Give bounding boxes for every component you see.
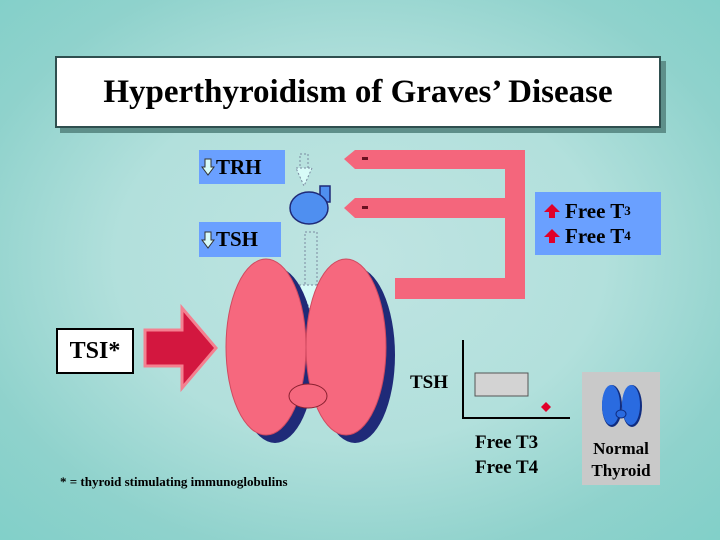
normal-thyroid-icon	[582, 372, 660, 485]
down-arrow-icon	[201, 158, 215, 176]
feedback-vertical	[505, 150, 525, 299]
feedback-bottom	[395, 278, 525, 299]
graph-x-label-line2: Free T4	[475, 457, 539, 478]
up-arrow-icon	[544, 229, 560, 243]
down-arrow-icon	[201, 231, 215, 249]
graph-y-label: TSH	[410, 372, 449, 393]
footnote: * = thyroid stimulating immunoglobulins	[60, 474, 288, 489]
feedback-arm-middle	[355, 198, 515, 218]
tsh-label: TSH	[199, 222, 281, 257]
trh-dashed-arrow	[295, 153, 313, 188]
up-arrow-icon	[544, 204, 560, 218]
tsi-arrow	[143, 303, 218, 393]
pituitary-gland	[289, 185, 331, 225]
trh-label: TRH	[199, 150, 285, 184]
enlarged-thyroid	[225, 258, 395, 443]
feedback-arm-top	[355, 150, 525, 169]
tsh-graph-axes	[462, 340, 570, 419]
graph-x-label-line1: Free T3	[475, 432, 539, 453]
patient-value-marker	[541, 402, 551, 412]
normal-range-box	[474, 372, 529, 397]
tsh-text: TSH	[216, 227, 259, 251]
tsi-label: TSI*	[56, 328, 134, 374]
inhibition-minus-icon	[362, 157, 368, 209]
page-title: Hyperthyroidism of Graves’ Disease	[55, 56, 661, 128]
negative-feedback-loop	[344, 150, 525, 299]
normal-thyroid-caption: Normal Thyroid	[591, 439, 651, 480]
trh-text: TRH	[216, 154, 262, 179]
